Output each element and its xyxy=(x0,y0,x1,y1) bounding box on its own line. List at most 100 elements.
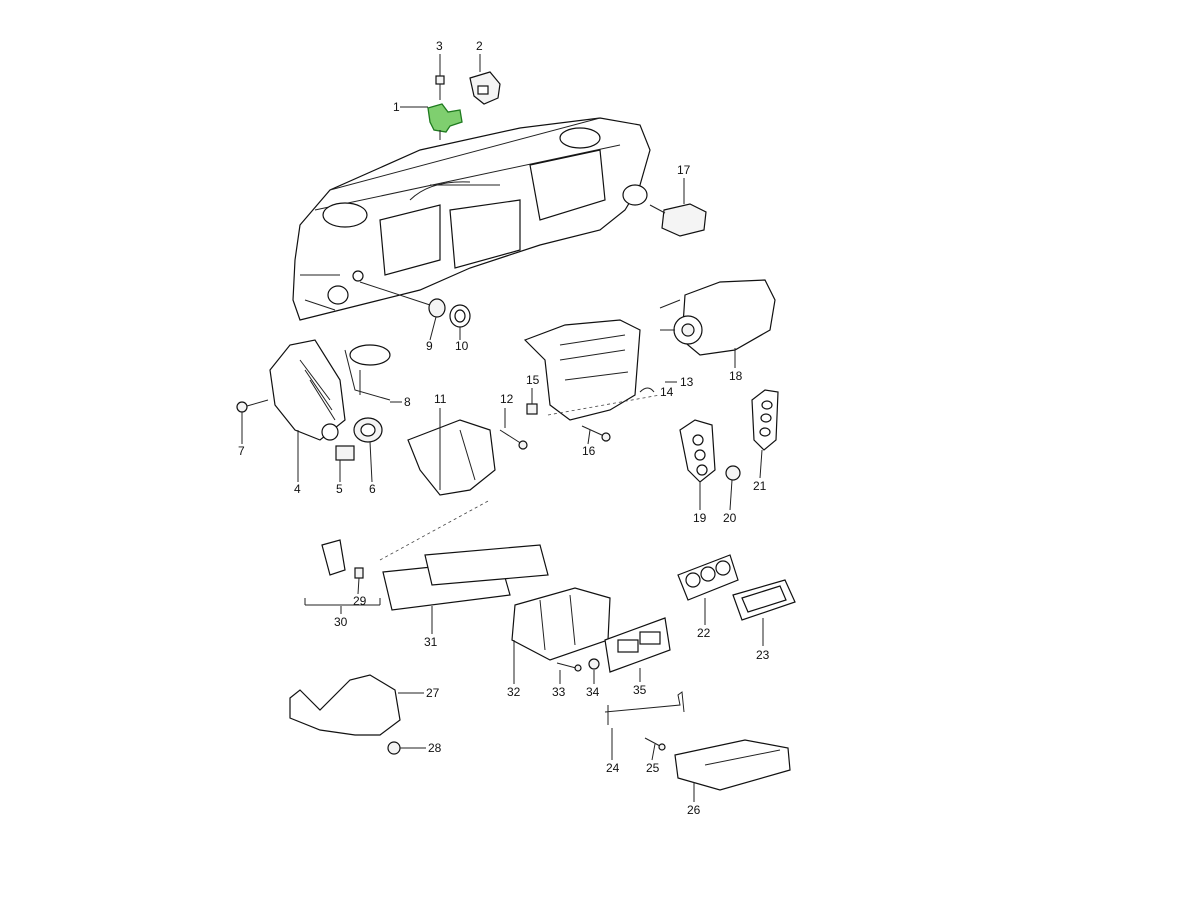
callout-13: 13 xyxy=(665,375,694,389)
part-7-screw xyxy=(236,399,269,413)
callout-31: 31 xyxy=(424,606,438,649)
svg-text:33: 33 xyxy=(552,685,566,699)
part-30-bracket xyxy=(304,539,381,606)
part-13-center-vent xyxy=(523,319,661,421)
svg-text:24: 24 xyxy=(606,761,620,775)
svg-text:21: 21 xyxy=(753,479,767,493)
callout-9: 9 xyxy=(426,316,437,353)
svg-text:18: 18 xyxy=(729,369,743,383)
part-24-bracket xyxy=(604,691,685,725)
svg-text:6: 6 xyxy=(369,482,376,496)
callout-32: 32 xyxy=(507,640,521,699)
callout-34: 34 xyxy=(586,670,600,699)
callout-14: 14 xyxy=(660,385,674,399)
part-5-clip xyxy=(335,445,355,461)
callout-29: 29 xyxy=(353,577,367,608)
callout-10: 10 xyxy=(455,327,469,353)
part-11-duct xyxy=(407,419,496,496)
part-1-bracket xyxy=(427,103,463,140)
svg-text:3: 3 xyxy=(436,39,443,53)
part-9-grommet xyxy=(428,298,446,318)
callout-6: 6 xyxy=(369,441,376,496)
callout-28: 28 xyxy=(400,741,442,755)
callout-5: 5 xyxy=(336,460,343,496)
callout-4: 4 xyxy=(294,430,301,496)
callout-labels: 1 2 3 4 5 6 7 8 9 10 11 12 13 14 15 16 1… xyxy=(238,39,770,817)
callout-17: 17 xyxy=(677,163,691,204)
svg-text:4: 4 xyxy=(294,482,301,496)
svg-text:26: 26 xyxy=(687,803,701,817)
callout-18: 18 xyxy=(729,348,743,383)
callout-16: 16 xyxy=(582,429,596,458)
svg-text:15: 15 xyxy=(526,373,540,387)
svg-text:12: 12 xyxy=(500,392,514,406)
part-14-clip xyxy=(639,387,655,393)
part-28-nut xyxy=(387,741,401,755)
part-32-frame xyxy=(511,587,611,661)
svg-text:29: 29 xyxy=(353,594,367,608)
part-35-cover-plate xyxy=(604,617,671,673)
callout-12: 12 xyxy=(500,392,514,428)
dashboard-panel xyxy=(292,117,651,321)
part-6-knob xyxy=(353,417,383,443)
svg-text:23: 23 xyxy=(756,648,770,662)
svg-text:2: 2 xyxy=(476,39,483,53)
svg-text:31: 31 xyxy=(424,635,438,649)
callout-26: 26 xyxy=(687,782,701,817)
part-19-panel xyxy=(679,419,716,483)
part-8-bracket xyxy=(344,344,391,401)
callout-21: 21 xyxy=(753,449,767,493)
part-22-control-panel xyxy=(677,554,739,601)
callout-2: 2 xyxy=(476,39,483,72)
part-26-storage-tray xyxy=(674,739,791,791)
svg-text:10: 10 xyxy=(455,339,469,353)
part-20-cap xyxy=(725,465,741,481)
callout-35: 35 xyxy=(633,668,647,697)
callout-27: 27 xyxy=(398,686,440,700)
svg-text:14: 14 xyxy=(660,385,674,399)
svg-text:25: 25 xyxy=(646,761,660,775)
svg-text:32: 32 xyxy=(507,685,521,699)
svg-text:30: 30 xyxy=(334,615,348,629)
callout-15: 15 xyxy=(526,373,540,404)
svg-text:13: 13 xyxy=(680,375,694,389)
callout-22: 22 xyxy=(697,598,711,640)
callout-8: 8 xyxy=(390,395,411,409)
part-10-ring xyxy=(449,304,471,328)
part-12-screw xyxy=(499,429,528,450)
callout-33: 33 xyxy=(552,670,566,699)
svg-text:7: 7 xyxy=(238,444,245,458)
svg-text:20: 20 xyxy=(723,511,737,525)
part-4-vent-housing xyxy=(269,339,346,441)
callout-3: 3 xyxy=(436,39,443,76)
part-3-screw xyxy=(435,75,445,100)
callout-20: 20 xyxy=(723,479,737,525)
callout-25: 25 xyxy=(646,743,660,775)
callout-30: 30 xyxy=(334,606,348,629)
callout-19: 19 xyxy=(693,482,707,525)
callout-23: 23 xyxy=(756,618,770,662)
svg-text:27: 27 xyxy=(426,686,440,700)
svg-text:17: 17 xyxy=(677,163,691,177)
part-18-module xyxy=(659,279,776,356)
callout-11: 11 xyxy=(434,392,447,440)
part-31-radio xyxy=(379,499,549,611)
part-17-switch xyxy=(649,203,707,237)
svg-text:16: 16 xyxy=(582,444,596,458)
part-25-screw xyxy=(644,737,666,751)
svg-text:19: 19 xyxy=(693,511,707,525)
part-27-lower-trim xyxy=(289,674,401,736)
part-34-nut xyxy=(588,658,600,670)
part-33-screw xyxy=(556,662,582,672)
part-23-frame xyxy=(732,579,796,621)
svg-text:11: 11 xyxy=(434,392,447,406)
callout-24: 24 xyxy=(606,728,620,775)
svg-text:22: 22 xyxy=(697,626,711,640)
svg-text:1: 1 xyxy=(393,100,400,114)
svg-text:35: 35 xyxy=(633,683,647,697)
callout-7: 7 xyxy=(238,412,245,458)
svg-text:34: 34 xyxy=(586,685,600,699)
callout-1: 1 xyxy=(393,100,428,114)
svg-text:8: 8 xyxy=(404,395,411,409)
